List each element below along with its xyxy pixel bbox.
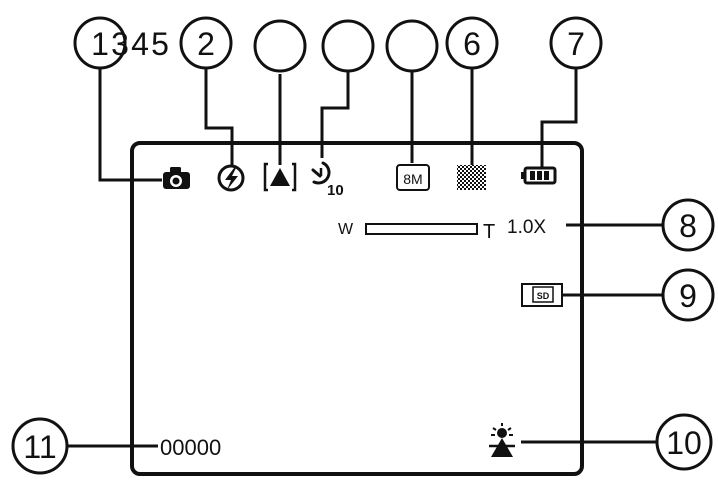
callout-number-9: 9 xyxy=(679,278,697,314)
white-balance-icon xyxy=(489,423,515,457)
shot-counter: 00000 xyxy=(160,435,221,460)
callout-number-1: 1 xyxy=(91,26,109,62)
leader-lines xyxy=(66,58,664,448)
callout-circle-4 xyxy=(321,19,375,73)
mountain-icon xyxy=(263,162,297,192)
callout-number-2: 2 xyxy=(197,26,215,62)
callout-circle-1 xyxy=(73,16,127,70)
leader-line-7 xyxy=(540,65,578,168)
leader-line-2 xyxy=(204,64,234,165)
flash-auto-icon xyxy=(217,164,245,192)
callout-number-8: 8 xyxy=(679,208,697,244)
camera-icon xyxy=(163,167,190,189)
callout-number-7: 7 xyxy=(567,26,585,62)
callout-circle-11 xyxy=(11,417,69,475)
callout-numbers: 1 3 4 5 2 6 7 8 9 10 11 xyxy=(23,26,701,465)
callout-circle-2 xyxy=(179,16,233,70)
resolution-label: 8M xyxy=(403,171,422,187)
resolution-icon xyxy=(396,164,430,191)
lcd-screen-frame xyxy=(130,141,584,476)
callout-number-11: 11 xyxy=(23,429,56,465)
callout-circles xyxy=(11,16,715,475)
zoom-bar xyxy=(365,223,478,235)
callout-number-6: 6 xyxy=(463,26,481,62)
zoom-wide-label: W xyxy=(338,221,354,238)
callout-circle-3 xyxy=(253,19,307,73)
callout-circle-5 xyxy=(385,19,439,73)
leader-line-4 xyxy=(320,68,350,158)
sd-card-icon xyxy=(521,283,563,307)
callout-circle-6 xyxy=(445,16,499,70)
callout-number-3: 3 xyxy=(111,26,129,62)
callout-circle-7 xyxy=(549,16,603,70)
sd-card-label: SD xyxy=(537,291,550,301)
zoom-tele-label: T xyxy=(483,221,495,243)
self-timer-icon xyxy=(311,161,331,185)
callout-number-5: 5 xyxy=(151,26,169,62)
self-timer-value: 10 xyxy=(327,182,344,199)
callout-circle-8 xyxy=(661,198,715,252)
callout-number-4: 4 xyxy=(131,26,149,62)
callout-circle-10 xyxy=(655,413,713,471)
zoom-value: 1.0X xyxy=(507,217,546,238)
callout-number-10: 10 xyxy=(666,425,702,461)
battery-icon xyxy=(521,166,557,185)
callout-circle-9 xyxy=(661,268,715,322)
image-quality-icon xyxy=(457,165,486,190)
leader-line-1 xyxy=(98,58,162,182)
